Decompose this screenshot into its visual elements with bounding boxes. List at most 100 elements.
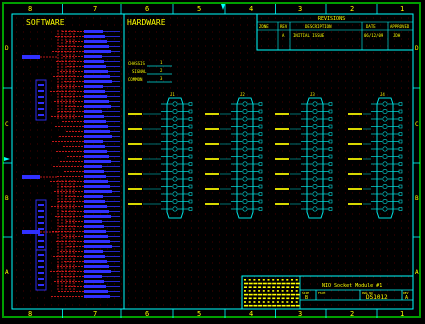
pin-label-mark: [348, 158, 362, 160]
software-block: [84, 190, 112, 193]
connector-term: [258, 184, 263, 189]
software-group-cell: [38, 234, 44, 236]
pin-label-mark: [128, 143, 142, 145]
note-glyph-mark: [244, 297, 247, 300]
software-title: SOFTWARE: [26, 18, 65, 27]
note-glyph-mark: [276, 304, 281, 307]
note-glyph-mark: [258, 286, 262, 288]
pin-label-mark: [348, 188, 362, 190]
note-glyph-mark: [253, 282, 258, 285]
size-value: B: [305, 295, 308, 301]
note-glyph-mark: [276, 279, 279, 281]
revision-title: REVISIONS: [318, 16, 345, 22]
inner-frame: [11, 13, 414, 310]
connector-term: [188, 147, 193, 151]
pin-label-mark: [205, 203, 219, 205]
note-glyph-mark: [262, 301, 265, 303]
note-glyph-mark: [267, 282, 272, 285]
column-label-bottom: 1: [400, 310, 404, 318]
connector-pin: [242, 183, 248, 190]
connector-pin: [312, 176, 318, 182]
note-glyph-mark: [291, 282, 295, 285]
connector-term: [328, 109, 333, 114]
software-block: [84, 35, 105, 38]
column-label-top: 1: [400, 5, 404, 13]
connector-pin: [312, 101, 318, 107]
pin-label-mark: [348, 143, 362, 145]
note-glyph-mark: [248, 304, 253, 307]
connector-pin: [172, 146, 178, 152]
software-block: [84, 150, 107, 153]
software-input: [22, 55, 40, 59]
connector-term: [258, 102, 263, 106]
connector-term: [188, 192, 193, 196]
software-block: [84, 140, 103, 143]
note-glyph-mark: [272, 301, 275, 303]
connector-term: [398, 132, 403, 136]
software-block: [84, 275, 102, 278]
note-glyph-mark: [244, 282, 248, 285]
software-group-cell: [38, 228, 44, 230]
note-glyph-mark: [276, 286, 280, 288]
connector-shell: [166, 97, 184, 219]
rev-row-desc: INITIAL ISSUE: [293, 33, 325, 38]
row-label-right: D: [415, 45, 419, 52]
pin-label-mark: [128, 128, 142, 130]
connector-term: [398, 109, 403, 114]
fscm-label: FSCM: [318, 291, 325, 295]
note-glyph-mark: [244, 279, 246, 281]
pin-label-mark: [128, 203, 142, 205]
note-glyph-mark: [267, 297, 271, 300]
software-block: [84, 285, 106, 288]
software-block: [84, 100, 109, 103]
pin-label-mark: [348, 128, 362, 130]
connector-tag: J2: [240, 92, 245, 97]
connector-term: [398, 139, 403, 144]
software-group-cell: [38, 90, 44, 92]
connector-term: [398, 199, 403, 204]
note-glyph-mark: [248, 301, 251, 303]
note-glyph-mark: [258, 304, 263, 307]
note-glyph-mark: [258, 279, 261, 281]
software-block: [84, 260, 107, 263]
note-glyph-mark: [276, 282, 281, 285]
connector-pin: [242, 131, 248, 137]
connector-pin: [382, 153, 388, 160]
connector-term: [328, 192, 333, 196]
column-label-bottom: 7: [93, 310, 97, 318]
connector-tag: J1: [170, 92, 175, 97]
note-glyph-mark: [267, 286, 271, 288]
note-glyph-mark: [272, 297, 276, 300]
note-glyph-mark: [276, 301, 279, 303]
software-block: [84, 215, 111, 218]
connector-term: [188, 124, 193, 129]
connector-term: [258, 124, 263, 129]
software-block: [84, 230, 106, 233]
note-glyph-mark: [244, 293, 248, 296]
connector-term: [398, 154, 403, 159]
connector-pin: [242, 161, 248, 167]
column-label-bottom: 8: [28, 310, 32, 318]
software-block: [84, 75, 110, 78]
pin-label-mark: [275, 188, 289, 190]
connector-pin: [242, 206, 248, 212]
note-glyph-mark: [272, 286, 276, 288]
connector-pin: [242, 146, 248, 152]
note-glyph-mark: [281, 297, 285, 300]
connector-term: [188, 177, 193, 181]
connector-pin: [242, 101, 248, 107]
note-glyph-mark: [258, 290, 261, 292]
connector-pin: [312, 138, 318, 145]
pin-label-mark: [205, 113, 219, 115]
connector-pin: [382, 146, 388, 152]
connector-pin: [382, 138, 388, 145]
note-glyph-mark: [258, 282, 263, 285]
connector-pin: [242, 123, 248, 130]
note-glyph-mark: [291, 297, 294, 300]
connector-pin: [242, 198, 248, 205]
note-glyph-mark: [291, 293, 295, 296]
column-label-top: 2: [350, 5, 354, 13]
note-glyph-mark: [258, 293, 263, 296]
